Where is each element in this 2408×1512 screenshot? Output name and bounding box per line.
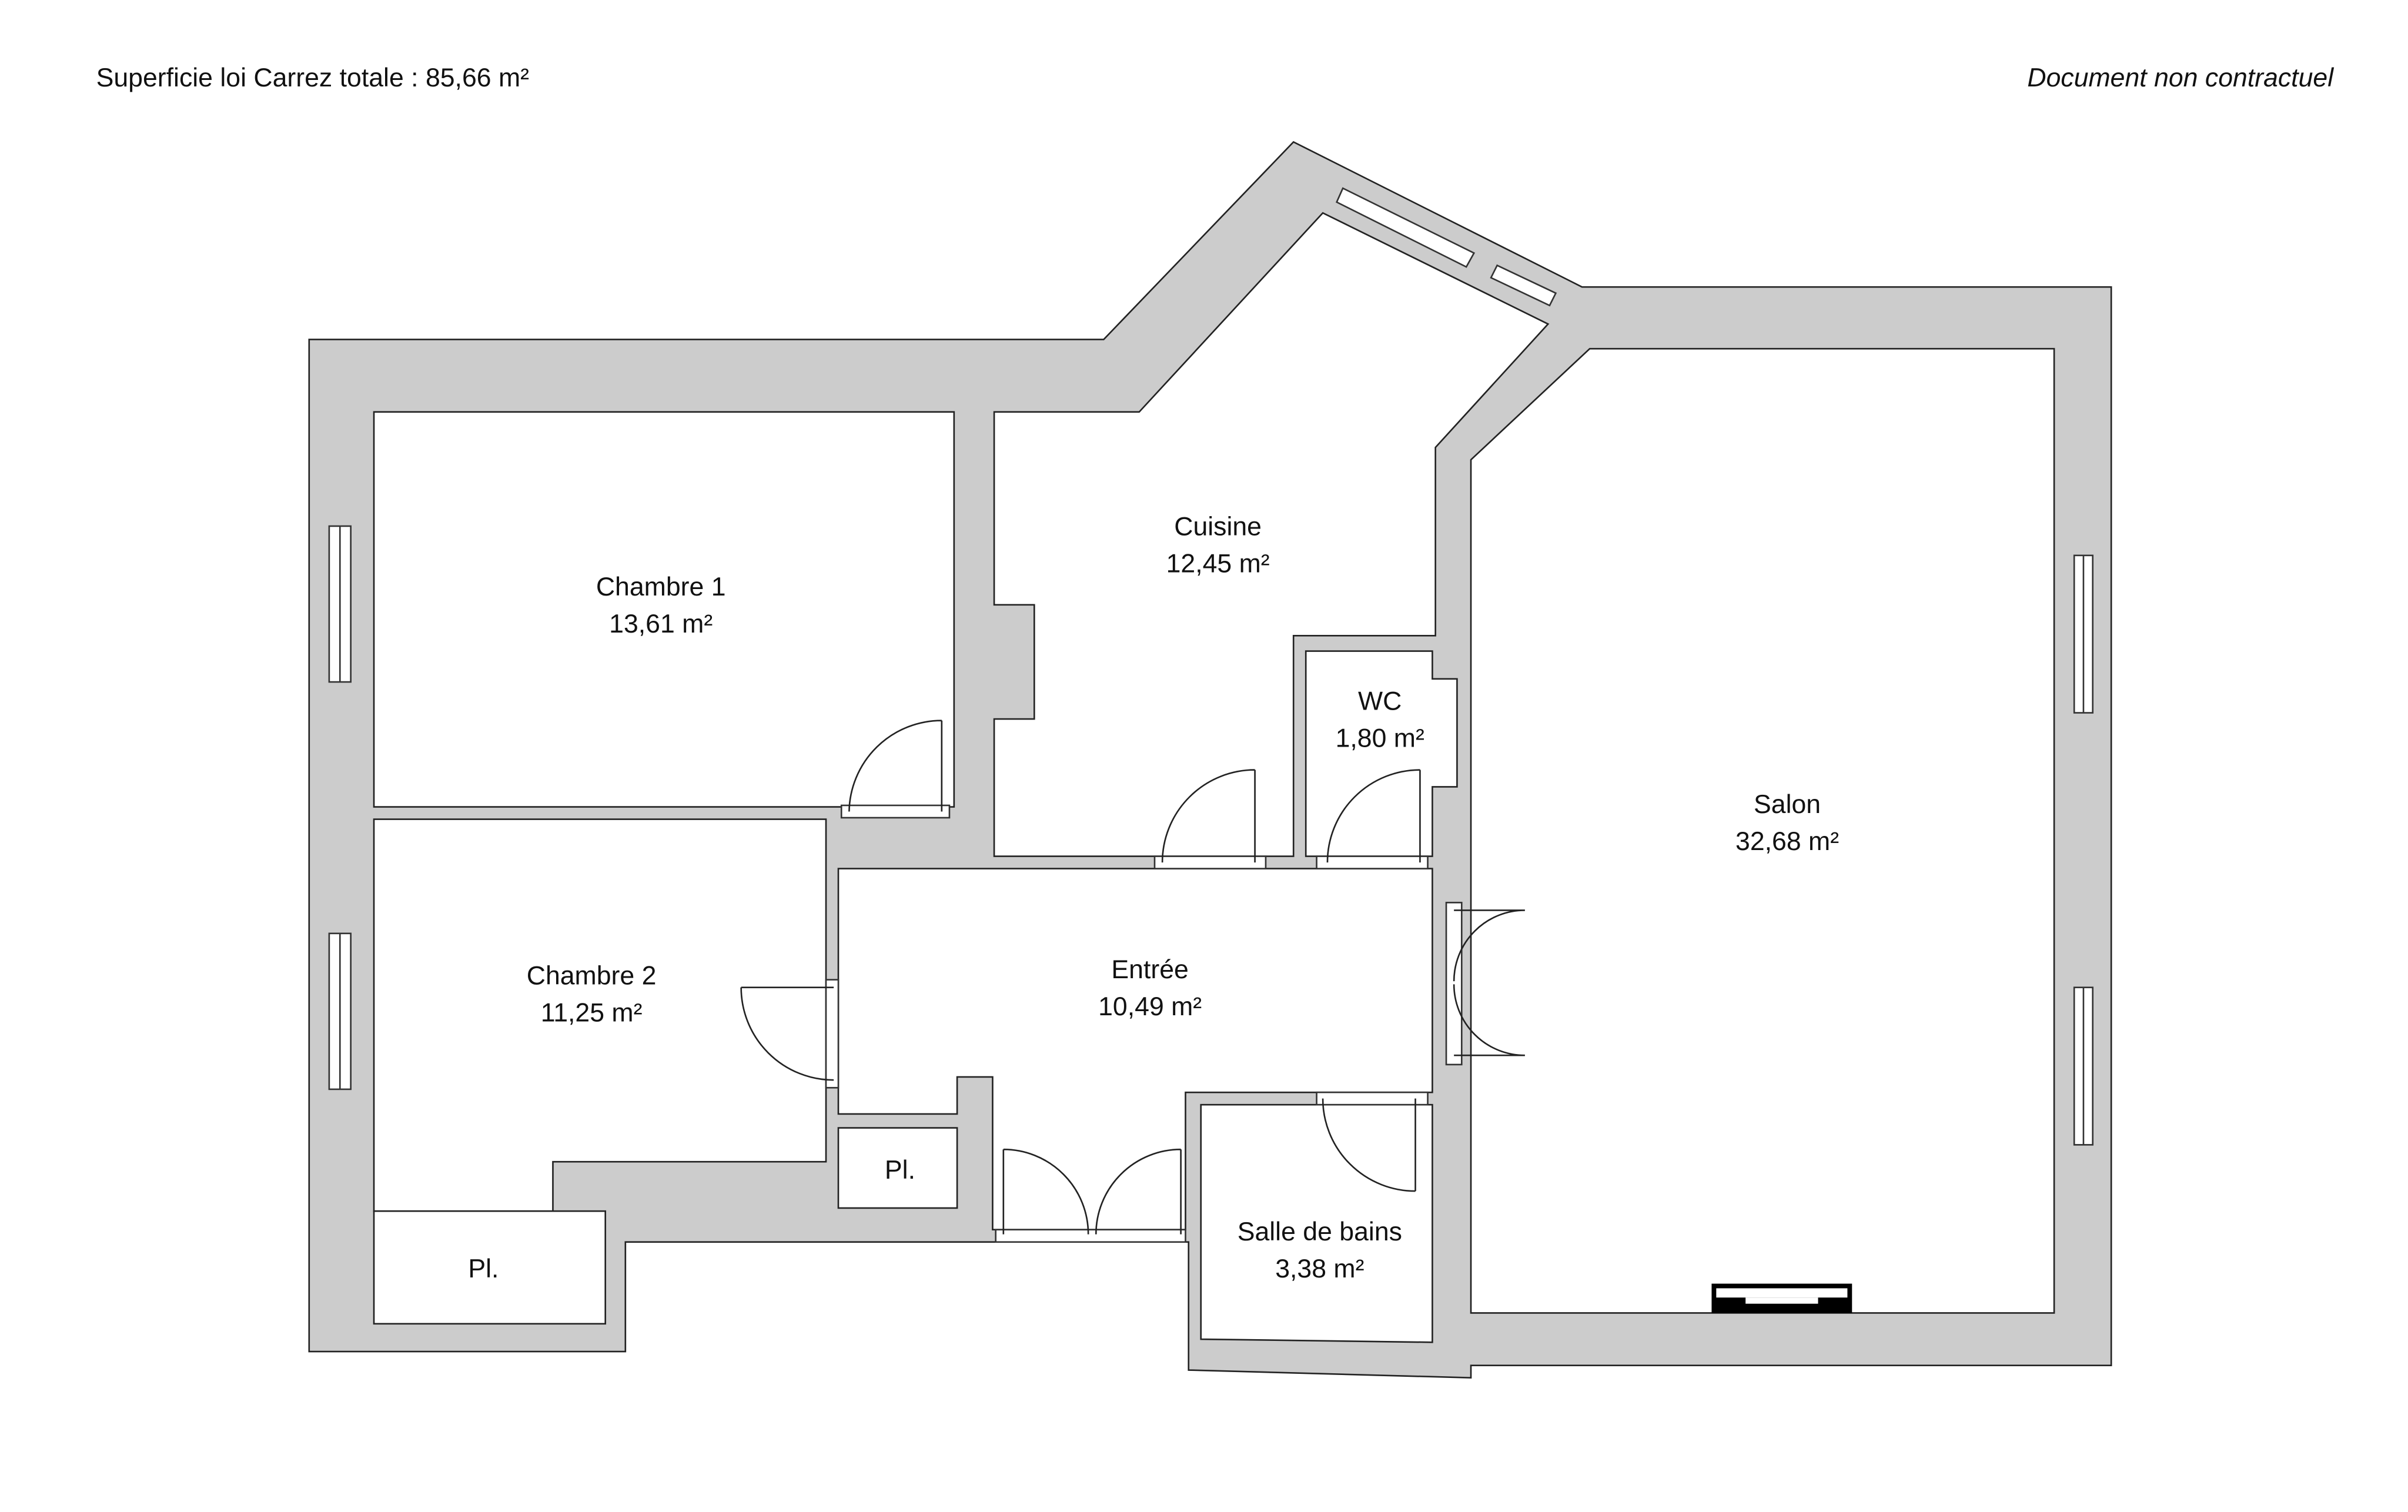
room-name: Chambre 2 bbox=[527, 961, 657, 990]
windows bbox=[328, 187, 2094, 1243]
total-area-label: Superficie loi Carrez totale : 85,66 m² bbox=[96, 63, 529, 92]
room-name: WC bbox=[1358, 687, 1402, 715]
doors bbox=[740, 720, 1525, 1235]
closet-label: Pl. bbox=[468, 1255, 499, 1283]
room-name: Salle de bains bbox=[1238, 1217, 1402, 1246]
room-area: 12,45 m² bbox=[1166, 550, 1270, 578]
room-area: 32,68 m² bbox=[1735, 827, 1839, 856]
room-area: 11,25 m² bbox=[541, 998, 643, 1027]
room-area: 1,80 m² bbox=[1336, 724, 1424, 752]
room-area: 10,49 m² bbox=[1098, 992, 1202, 1021]
closet-label: Pl. bbox=[885, 1156, 915, 1185]
room-name: Chambre 1 bbox=[596, 573, 726, 601]
fireplace-icon bbox=[1711, 1283, 1852, 1313]
disclaimer-label: Document non contractuel bbox=[2027, 63, 2334, 92]
room-area: 13,61 m² bbox=[609, 610, 713, 638]
room-area: 3,38 m² bbox=[1275, 1255, 1364, 1283]
closet-left bbox=[373, 1210, 607, 1325]
room-salon bbox=[1470, 347, 2055, 1314]
room-name: Entrée bbox=[1111, 955, 1188, 984]
closet-small bbox=[837, 1127, 958, 1209]
room-name: Salon bbox=[1754, 790, 1821, 819]
room-cuisine bbox=[993, 212, 1550, 857]
room-name: Cuisine bbox=[1174, 513, 1262, 541]
room-chambre-1 bbox=[373, 411, 955, 808]
room-entree bbox=[837, 868, 1433, 1231]
